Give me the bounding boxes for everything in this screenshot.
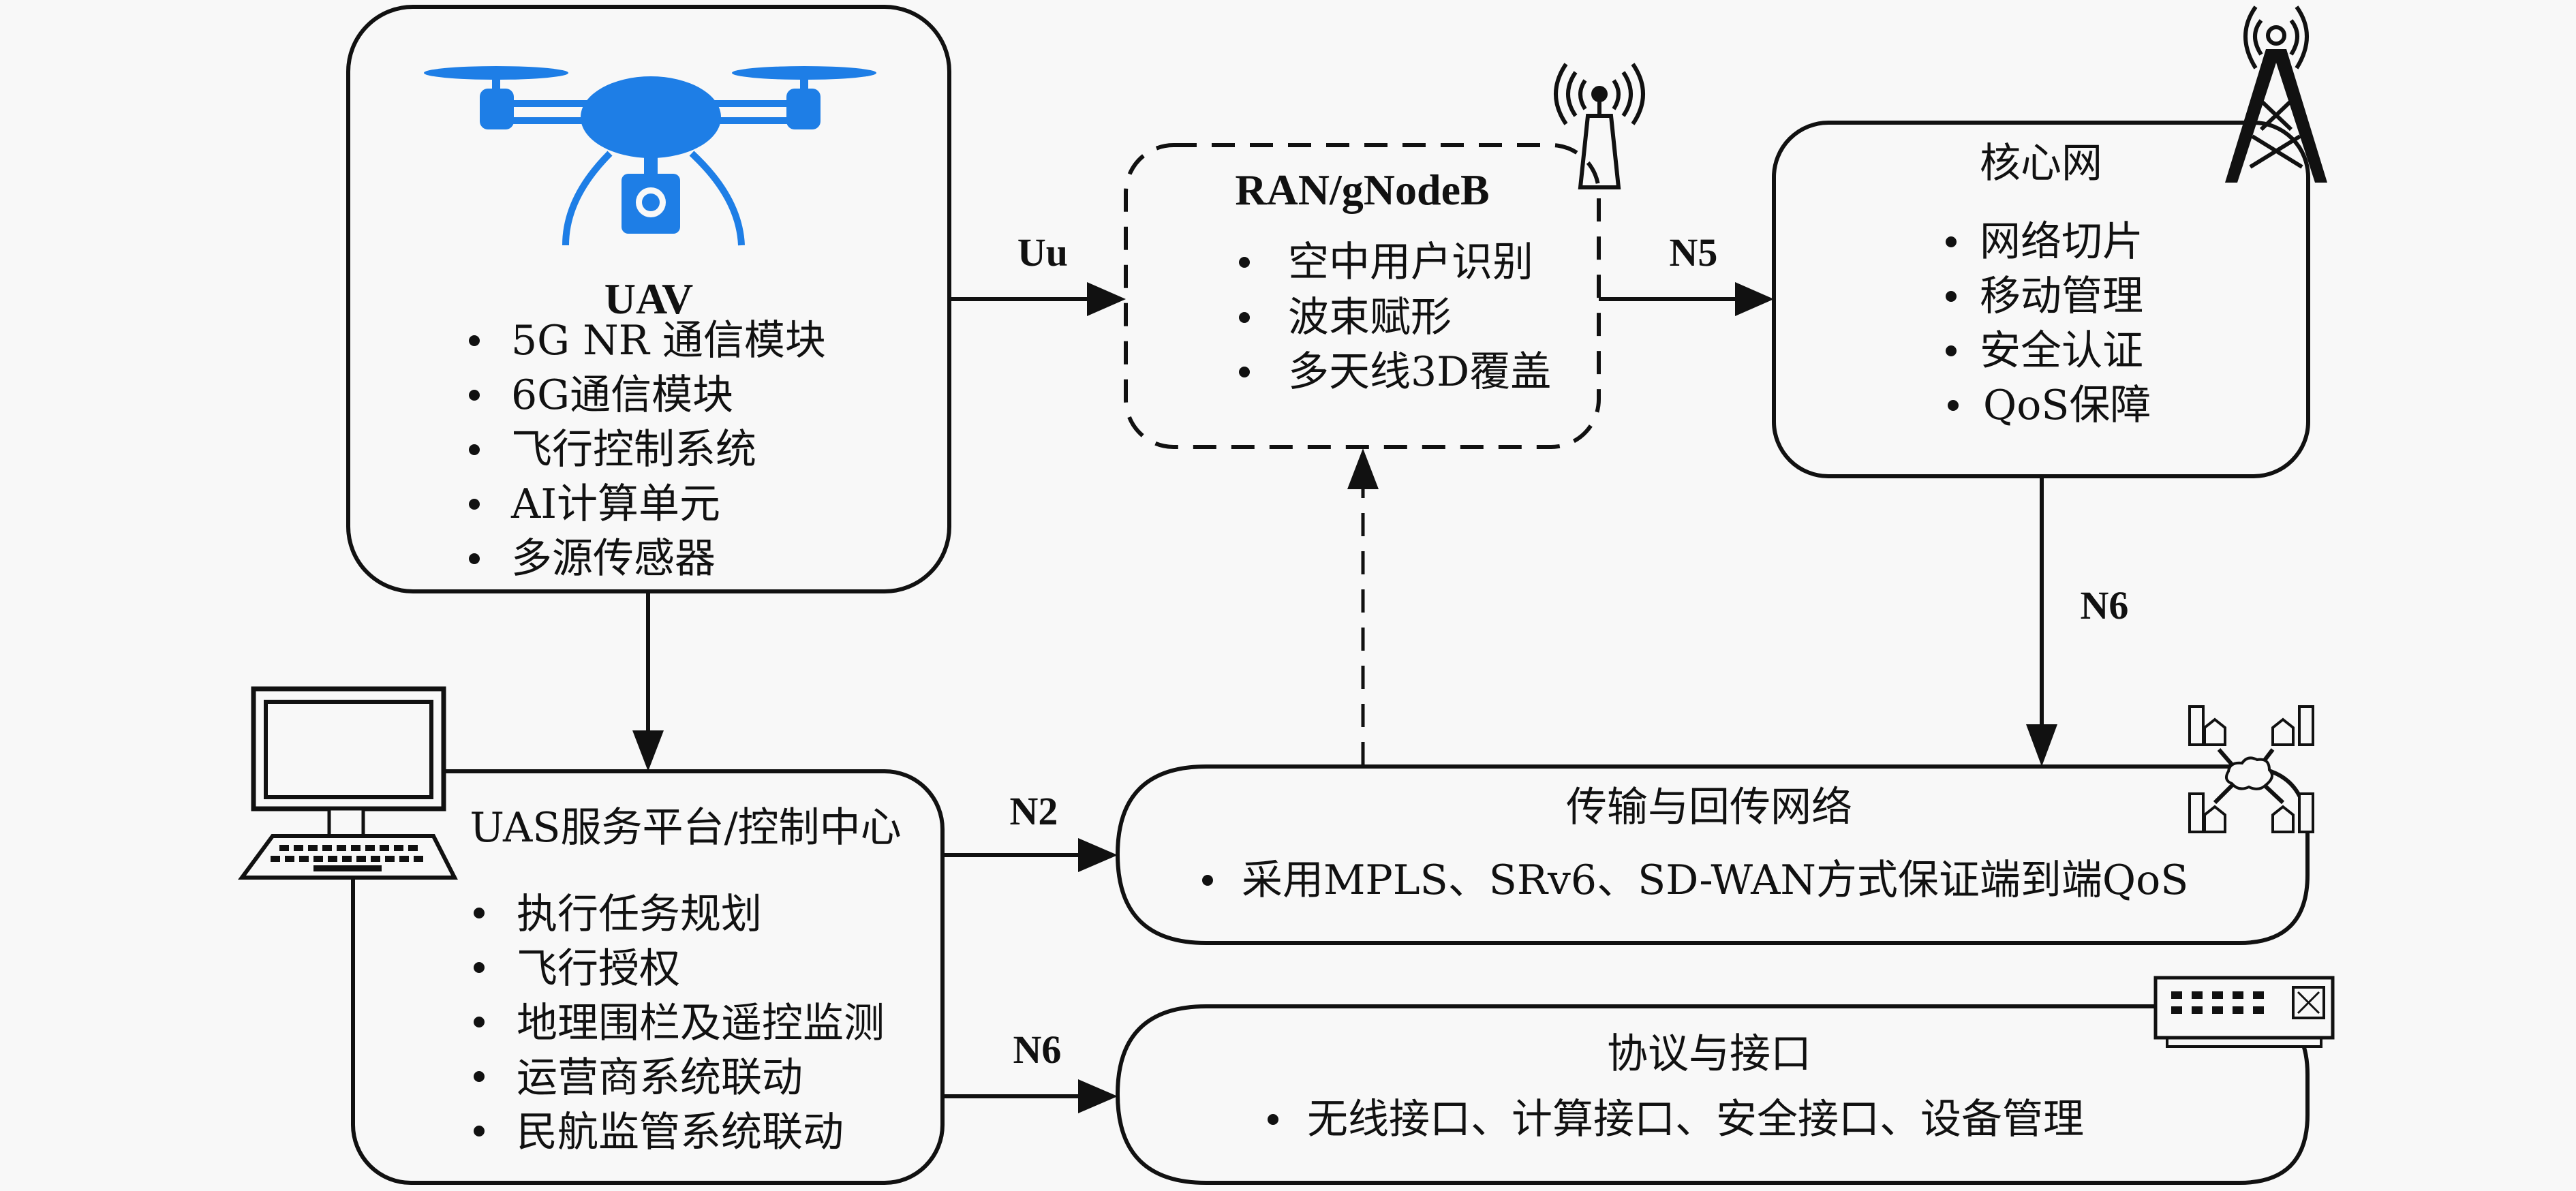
edge-n2-arrowhead bbox=[1078, 838, 1118, 872]
edge-uu: Uu bbox=[949, 230, 1126, 316]
edge-uav-uas-arrowhead bbox=[632, 730, 664, 771]
uas-item: 民航监管系统联动 bbox=[517, 1109, 844, 1156]
network-switch-icon bbox=[2153, 976, 2335, 1048]
node-core: 核心网 网络切片 移动管理 安全认证 QoS保障 bbox=[1772, 121, 2310, 478]
uav-box bbox=[346, 5, 951, 593]
edge-transport-ran bbox=[1347, 448, 1379, 765]
uas-item: 运营商系统联动 bbox=[517, 1054, 803, 1102]
uav-item: 6G通信模块 bbox=[511, 371, 733, 419]
edge-n5-arrowhead bbox=[1735, 282, 1774, 316]
node-uav: UAV 5G NR 通信模块 6G通信模块 飞行控制系统 AI计算单元 多源传感… bbox=[346, 5, 951, 593]
uav-item: 飞行控制系统 bbox=[511, 426, 756, 474]
edge-n2: N2 bbox=[942, 789, 1118, 872]
edge-uas-n6: N6 bbox=[942, 1027, 1118, 1113]
drone-icon bbox=[424, 66, 876, 246]
uav-item: 多源传感器 bbox=[511, 535, 716, 583]
uas-item: 飞行授权 bbox=[517, 945, 680, 993]
core-box bbox=[1772, 121, 2310, 478]
edge-core-n6-label: N6 bbox=[2081, 583, 2129, 628]
core-item: QoS保障 bbox=[1983, 382, 2151, 429]
edge-uas-n6-label: N6 bbox=[1013, 1027, 1062, 1072]
node-uas: UAS服务平台/控制中心 执行任务规划 飞行授权 地理围栏及遥控监测 运营商系统… bbox=[351, 769, 945, 1185]
uas-title: UAS服务平台/控制中心 bbox=[470, 804, 901, 852]
uav-item: 5G NR 通信模块 bbox=[511, 317, 826, 365]
uas-box bbox=[351, 769, 945, 1185]
uav-item: AI计算单元 bbox=[510, 480, 720, 528]
protocol-title: 协议与接口 bbox=[1607, 1030, 1811, 1078]
edge-transport-ran-arrowhead bbox=[1347, 448, 1379, 489]
ran-title: RAN/gNodeB bbox=[1235, 166, 1489, 214]
edge-n2-label: N2 bbox=[1010, 789, 1058, 833]
edge-uas-n6-arrowhead bbox=[1078, 1079, 1118, 1113]
edge-core-n6: N6 bbox=[2026, 476, 2128, 767]
core-item: 网络切片 bbox=[1980, 218, 2143, 266]
network-cloud-icon bbox=[2188, 705, 2314, 833]
uav-items: 5G NR 通信模块 6G通信模块 飞行控制系统 AI计算单元 多源传感器 bbox=[469, 317, 826, 583]
ran-item: 空中用户识别 bbox=[1288, 238, 1533, 286]
transport-item: 采用MPLS、SRv6、SD-WAN方式保证端到端QoS bbox=[1242, 856, 2188, 904]
edge-uav-uas bbox=[632, 591, 664, 771]
core-title: 核心网 bbox=[1980, 140, 2102, 187]
node-transport: 传输与回传网络 采用MPLS、SRv6、SD-WAN方式保证端到端QoS bbox=[1115, 764, 2310, 945]
edge-uu-arrowhead bbox=[1087, 282, 1126, 316]
cell-tower-icon bbox=[2225, 5, 2327, 183]
node-ran: RAN/gNodeB 空中用户识别 波束赋形 多天线3D覆盖 bbox=[1124, 143, 1601, 449]
ran-item: 波束赋形 bbox=[1288, 294, 1452, 341]
edge-n5: N5 bbox=[1599, 230, 1774, 316]
protocol-item: 无线接口、计算接口、安全接口、设备管理 bbox=[1307, 1096, 2084, 1143]
antenna-icon bbox=[1554, 63, 1645, 189]
edge-n5-label: N5 bbox=[1670, 230, 1718, 275]
uas-item: 执行任务规划 bbox=[517, 891, 762, 938]
edge-core-n6-arrowhead bbox=[2026, 724, 2057, 767]
transport-title: 传输与回传网络 bbox=[1566, 784, 1852, 831]
uav-title: UAV bbox=[604, 275, 693, 323]
ran-item: 多天线3D覆盖 bbox=[1288, 348, 1551, 396]
core-item: 移动管理 bbox=[1980, 273, 2143, 320]
uas-item: 地理围栏及遥控监测 bbox=[517, 1000, 885, 1047]
computer-icon bbox=[238, 686, 458, 880]
node-protocol: 协议与接口 无线接口、计算接口、安全接口、设备管理 bbox=[1115, 1004, 2310, 1185]
core-item: 安全认证 bbox=[1980, 327, 2143, 375]
edge-uu-label: Uu bbox=[1017, 230, 1068, 275]
